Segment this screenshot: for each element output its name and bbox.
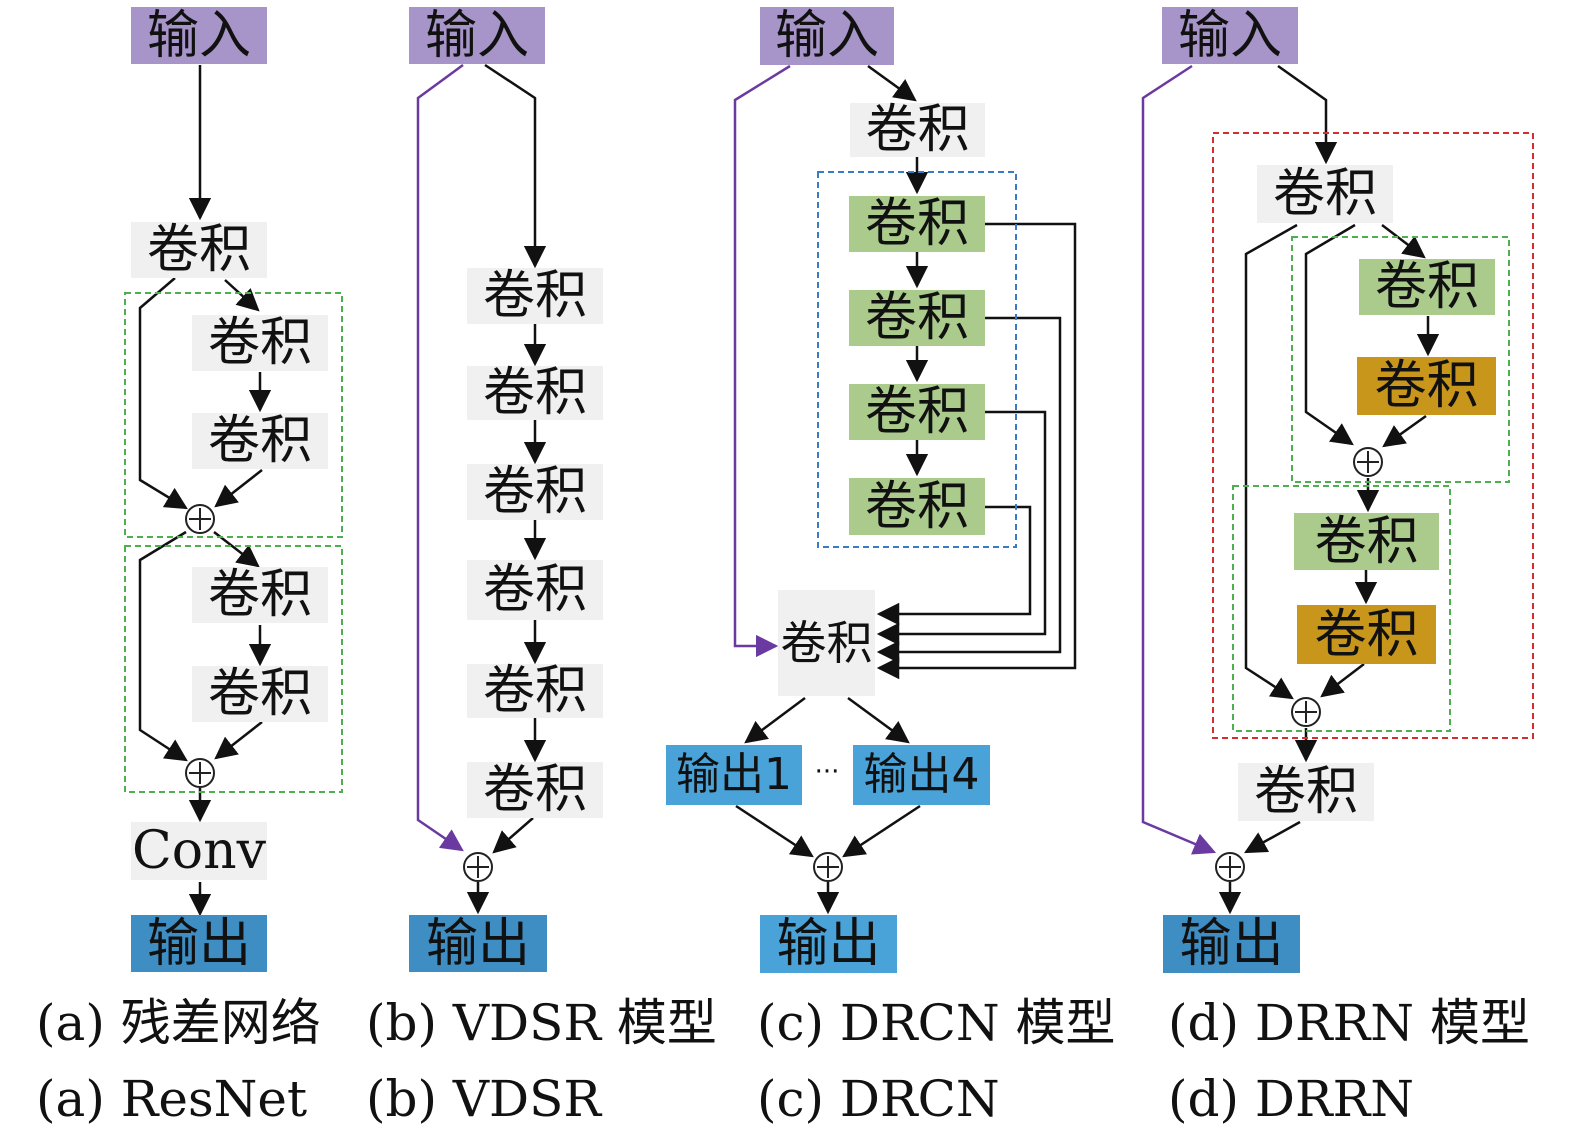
d-conv-to-sum-arrow xyxy=(1244,820,1301,854)
caption-c-cn: (c) DRCN 模型 xyxy=(757,994,1116,1052)
a-block1-conv2-box: 卷积 xyxy=(192,413,328,469)
a-block1-conv1-box: 卷积 xyxy=(192,315,328,371)
d-conv-box: 卷积 xyxy=(1257,165,1393,223)
d-sum3-icon xyxy=(1215,852,1245,882)
c-output1-to-sum-arrow xyxy=(735,804,814,858)
b-conv-to-sum-arrow xyxy=(492,817,534,854)
b-conv4-box: 卷积 xyxy=(467,560,603,620)
d-unit1-conv2-box: 卷积 xyxy=(1357,357,1496,415)
a-input-box: 输入 xyxy=(131,7,267,64)
b-conv1-box: 卷积 xyxy=(467,268,603,324)
a-block2-conv1-box: 卷积 xyxy=(192,567,328,623)
a-residual-block1-frame xyxy=(124,292,343,538)
caption-b-cn: (b) VDSR 模型 xyxy=(366,994,717,1052)
c-input-box: 输入 xyxy=(760,7,894,65)
d-unit2-conv2-box: 卷积 xyxy=(1297,605,1436,664)
a-sum1-icon xyxy=(185,504,215,534)
c-output1-box: 输出1 xyxy=(666,745,802,805)
a-skip2-arrow xyxy=(138,530,188,762)
c-global-skip-arrow xyxy=(733,64,791,658)
d-sum2-icon xyxy=(1291,697,1321,727)
c-recon-to-output4-arrow xyxy=(847,696,910,744)
c-ellipsis: ··· xyxy=(814,757,840,787)
a-block2-to-sum-arrow xyxy=(214,721,263,760)
a-block2-conv2-box: 卷积 xyxy=(192,666,328,722)
c-recursive-conv2-box: 卷积 xyxy=(849,290,985,346)
a-conv-box: 卷积 xyxy=(131,222,267,278)
d-global-skip-arrow xyxy=(1141,64,1217,855)
a-output-box: 输出 xyxy=(131,915,267,972)
a-sum2-icon xyxy=(185,758,215,788)
panel-d-connectors xyxy=(1218,64,1440,915)
d-residual-unit1-frame xyxy=(1291,236,1510,483)
a-skip1-arrow xyxy=(138,277,188,510)
c-recursive-conv3-box: 卷积 xyxy=(849,384,985,440)
d-conv-to-block1-arrow xyxy=(1381,224,1426,259)
b-conv2-box: 卷积 xyxy=(467,366,603,420)
d-input-to-conv-arrow xyxy=(1277,64,1338,165)
caption-a-en: (a) ResNet xyxy=(36,1070,308,1128)
b-input-box: 输入 xyxy=(409,7,545,64)
a-block1-to-sum-arrow xyxy=(214,469,263,508)
c-recursive-conv1-box: 卷积 xyxy=(849,196,985,252)
c-rec1-to-recon-arrow xyxy=(876,222,1077,680)
c-recursive-conv4-box: 卷积 xyxy=(849,478,985,535)
b-input-to-conv-arrow xyxy=(484,63,547,269)
c-input-to-conv-arrow xyxy=(867,64,917,102)
d-input-box: 输入 xyxy=(1162,7,1298,64)
c-output4-box: 输出4 xyxy=(853,745,990,805)
b-conv5-box: 卷积 xyxy=(467,664,603,718)
c-recon-to-output1-arrow xyxy=(744,696,806,744)
c-output4-to-sum-arrow xyxy=(842,804,921,858)
caption-c-en: (c) DRCN xyxy=(757,1070,1000,1128)
c-rec2-to-recon-arrow xyxy=(876,316,1062,664)
d-sum1-icon xyxy=(1353,447,1383,477)
d-output-box: 输出 xyxy=(1163,915,1300,973)
b-global-skip-arrow xyxy=(416,63,464,852)
b-output-box: 输出 xyxy=(409,915,547,972)
c-rec4-to-recon-arrow xyxy=(876,505,1032,626)
d-outer-skip-arrow xyxy=(1244,223,1298,700)
d-final-conv-box: 卷积 xyxy=(1238,763,1374,821)
d-recursive-frame xyxy=(1212,132,1534,739)
c-recursive-frame xyxy=(817,171,1017,548)
a-conv-to-block1-arrow xyxy=(224,279,260,312)
panel-c-connectors xyxy=(735,64,1077,915)
c-output-box: 输出 xyxy=(760,915,897,973)
caption-a-cn: (a) 残差网络 xyxy=(36,994,321,1052)
d-residual-unit2-frame xyxy=(1232,485,1451,732)
caption-d-cn: (d) DRRN 模型 xyxy=(1168,994,1530,1052)
c-rec3-to-recon-arrow xyxy=(876,410,1047,646)
a-final-conv-box: Conv xyxy=(131,821,267,881)
caption-b-en: (b) VDSR xyxy=(366,1070,602,1128)
c-sum-icon xyxy=(813,852,843,882)
d-block1-to-sum-arrow xyxy=(1382,414,1427,448)
b-conv3-box: 卷积 xyxy=(467,464,603,520)
d-unit2-conv1-box: 卷积 xyxy=(1294,513,1439,570)
d-block2-to-sum-arrow xyxy=(1320,663,1365,698)
caption-d-en: (d) DRRN xyxy=(1168,1070,1415,1128)
d-unit1-conv1-box: 卷积 xyxy=(1359,259,1495,315)
d-block1-skip-arrow xyxy=(1304,223,1356,446)
panel-b-connectors xyxy=(466,63,547,915)
c-reconstruction-conv-box: 卷积 xyxy=(778,590,875,696)
a-residual-block2-frame xyxy=(124,545,343,793)
c-conv-box: 卷积 xyxy=(850,103,985,157)
b-sum-icon xyxy=(463,852,493,882)
b-conv6-box: 卷积 xyxy=(467,762,603,818)
